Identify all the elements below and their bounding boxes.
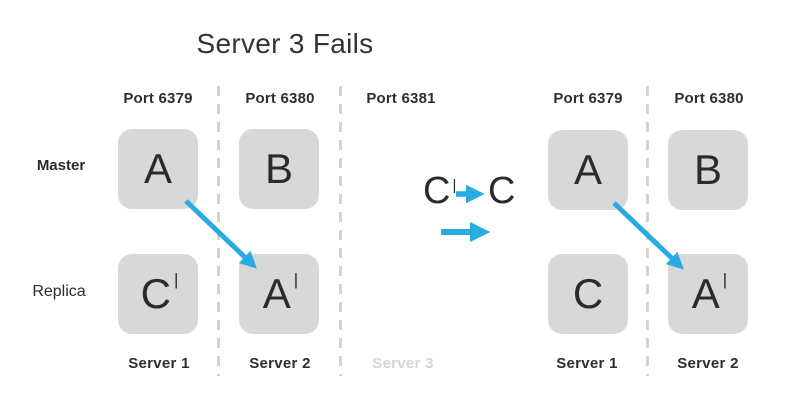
before-replica-node-a-prime: A| <box>239 254 319 334</box>
transition-to-text: C <box>488 170 516 212</box>
after-port-6380-label: Port 6380 <box>674 90 744 107</box>
before-port-6381-label: Port 6381 <box>366 90 436 107</box>
before-port-6380-label: Port 6380 <box>245 90 315 107</box>
node-letter: B <box>264 145 293 192</box>
after-master-node-a: A <box>548 130 628 210</box>
before-master-node-a: A <box>118 129 198 209</box>
transition-from-letter: C| <box>423 170 457 213</box>
column-divider <box>339 86 342 376</box>
prime-mark: | <box>722 269 728 289</box>
column-divider <box>217 86 220 376</box>
after-port-6379-label: Port 6379 <box>553 90 623 107</box>
after-master-node-b: B <box>668 130 748 210</box>
after-server-2-label: Server 2 <box>677 355 739 372</box>
before-master-node-b: B <box>239 129 319 209</box>
prime-mark: | <box>173 269 179 289</box>
node-letter: C <box>572 270 604 317</box>
master-row-label: Master <box>36 157 86 174</box>
node-letter: B <box>693 146 722 193</box>
before-server-1-label: Server 1 <box>128 355 190 372</box>
prime-mark: | <box>293 269 299 289</box>
after-server-1-label: Server 1 <box>556 355 618 372</box>
node-letter: A <box>143 145 172 192</box>
before-replica-node-c-prime: C| <box>118 254 198 334</box>
node-letter: C <box>140 270 171 317</box>
node-letter: A <box>573 146 602 193</box>
column-divider <box>646 86 649 376</box>
after-replica-node-a-prime: A| <box>668 254 748 334</box>
after-replica-node-c: C <box>548 254 628 334</box>
before-server-3-label-failed: Server 3 <box>372 355 434 372</box>
diagram-title: Server 3 Fails <box>196 28 374 59</box>
replica-row-label: Replica <box>32 283 86 300</box>
before-port-6379-label: Port 6379 <box>123 90 193 107</box>
before-server-2-label: Server 2 <box>249 355 311 372</box>
transition-to-letter: C <box>488 170 515 213</box>
node-letter: A <box>691 270 720 317</box>
prime-mark: | <box>452 177 457 194</box>
node-letter: A <box>262 270 291 317</box>
transition-from-text: C <box>423 170 451 212</box>
